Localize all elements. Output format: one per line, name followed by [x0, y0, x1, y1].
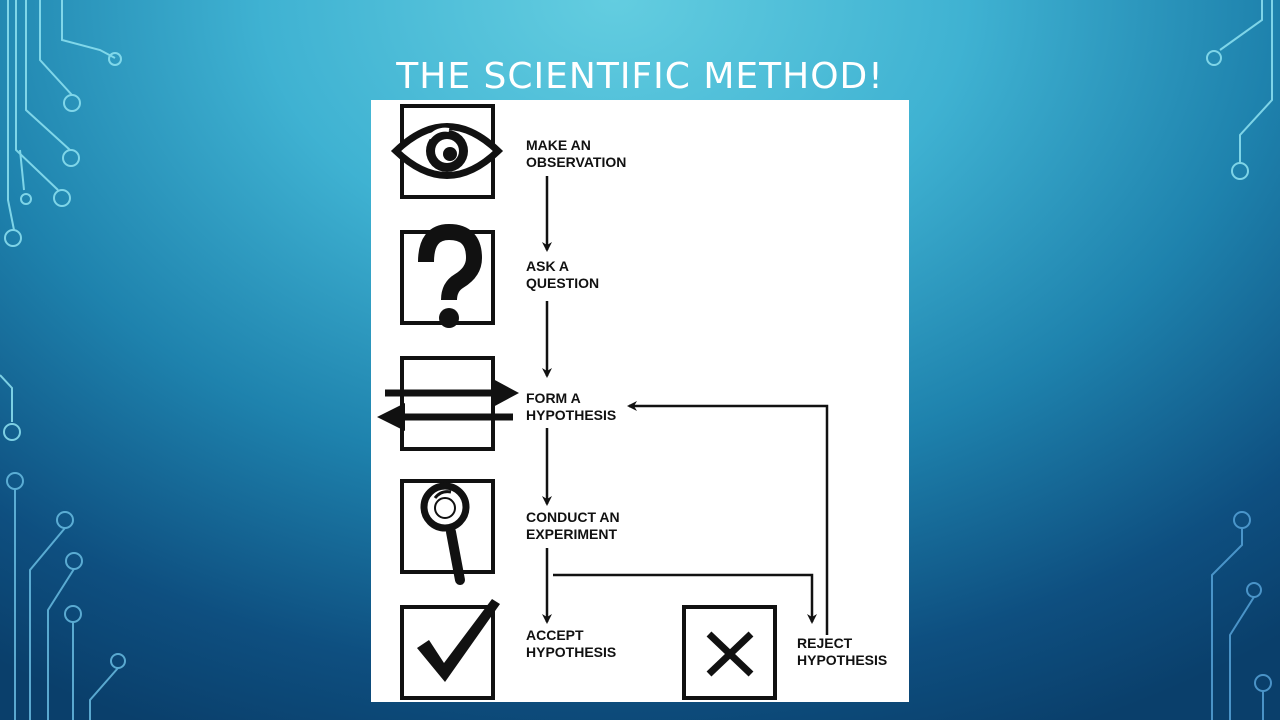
eye-icon [390, 123, 504, 179]
flowchart-canvas: MAKE AN OBSERVATION ASK A QUESTION FORM … [377, 104, 887, 700]
step-experiment: CONDUCT AN EXPERIMENT [400, 479, 620, 585]
hypothesis-label-line2: HYPOTHESIS [526, 407, 616, 423]
step-question: ASK A QUESTION [400, 223, 599, 328]
reject-label-line1: REJECT [797, 635, 853, 651]
arrow-reject-to-hypothesis [627, 401, 829, 635]
x-mark-icon [706, 631, 754, 677]
question-label-line2: QUESTION [526, 275, 599, 291]
opposing-arrows-icon [377, 379, 519, 431]
checkmark-icon [417, 599, 500, 682]
question-mark-icon [418, 223, 483, 328]
step-observation: MAKE AN OBSERVATION [390, 104, 626, 199]
accept-label-line1: ACCEPT [526, 627, 584, 643]
step-hypothesis: FORM A HYPOTHESIS [377, 356, 616, 451]
accept-label-line2: HYPOTHESIS [526, 644, 616, 660]
step-reject: REJECT HYPOTHESIS [682, 605, 887, 700]
reject-icon-box [682, 605, 777, 700]
accept-icon-box [400, 605, 495, 700]
slide-title: THE SCIENTIFIC METHOD! [396, 56, 884, 97]
magnifying-glass-icon [420, 482, 470, 585]
circuit-decoration-left [0, 0, 126, 720]
step-accept: ACCEPT HYPOTHESIS [400, 599, 616, 700]
scientific-method-flowchart: MAKE AN OBSERVATION ASK A QUESTION FORM … [371, 100, 909, 702]
experiment-icon-box [400, 479, 495, 574]
circuit-decoration-right [1206, 0, 1273, 720]
observation-label-line1: MAKE AN [526, 137, 591, 153]
question-label-line1: ASK A [526, 258, 569, 274]
observation-label-line2: OBSERVATION [526, 154, 626, 170]
hypothesis-icon-box [400, 356, 495, 451]
arrow-experiment-to-reject [553, 573, 817, 624]
reject-label-line2: HYPOTHESIS [797, 652, 887, 668]
experiment-label-line2: EXPERIMENT [526, 526, 617, 542]
hypothesis-label-line1: FORM A [526, 390, 581, 406]
experiment-label-line1: CONDUCT AN [526, 509, 620, 525]
